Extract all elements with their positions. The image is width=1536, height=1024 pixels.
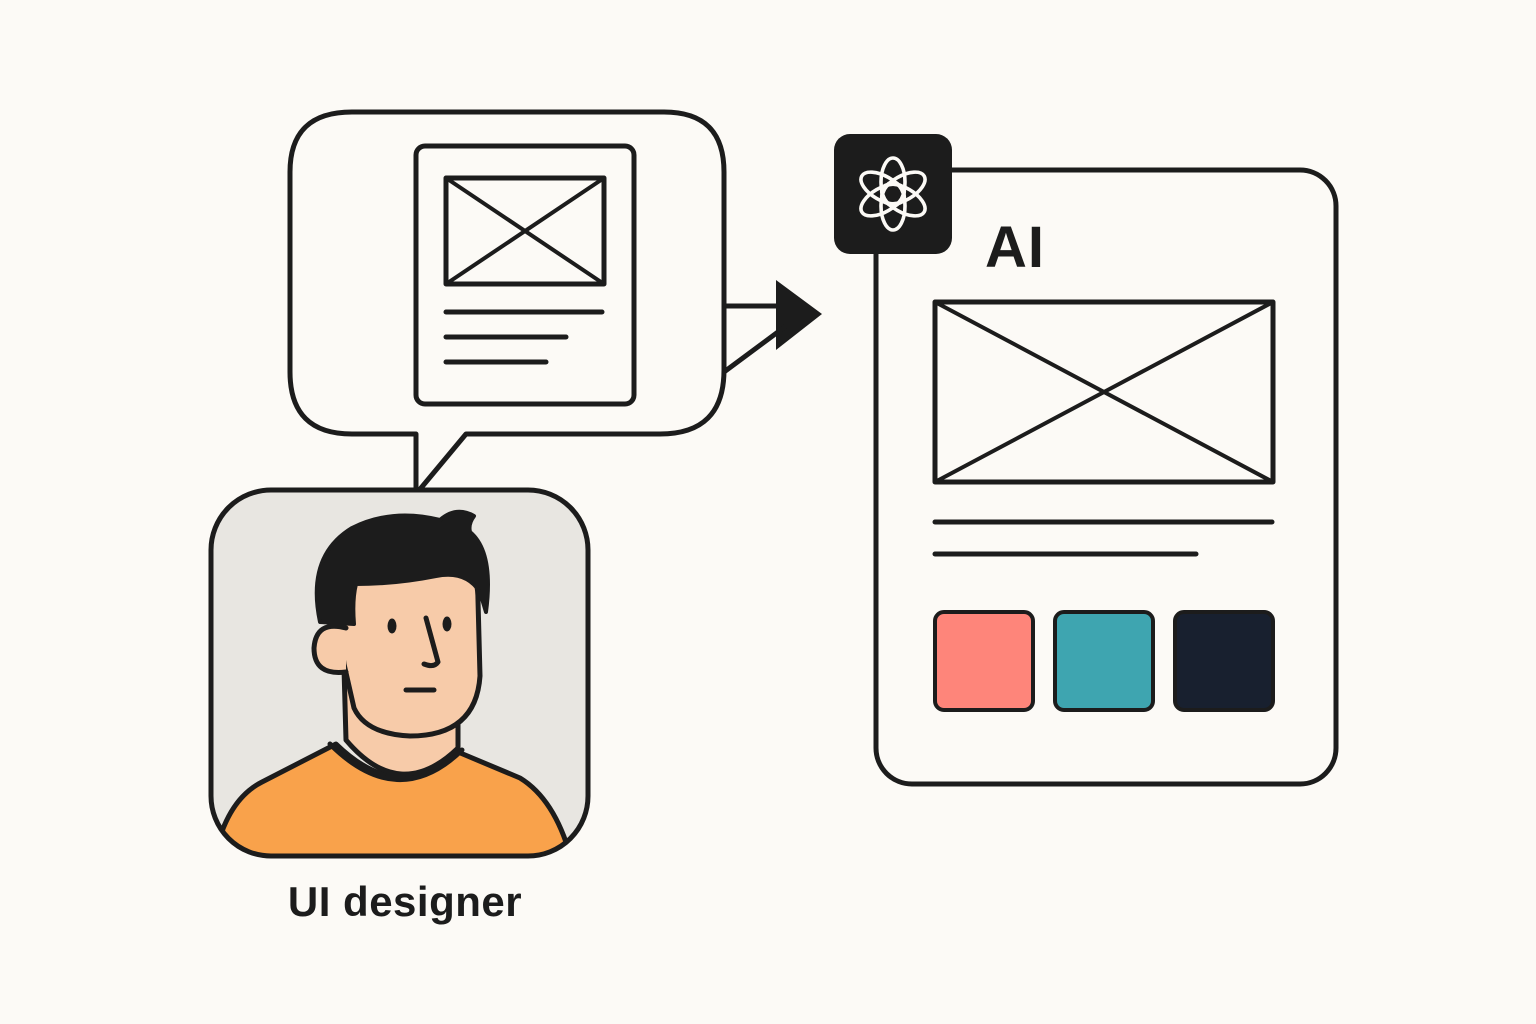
- head: [333, 557, 483, 739]
- designer-label: UI designer: [287, 878, 523, 925]
- left-eye: [387, 618, 397, 634]
- color-swatch-navy: [1173, 610, 1275, 712]
- ear: [311, 623, 349, 675]
- color-swatch-teal: [1053, 610, 1155, 712]
- ai-image-placeholder: [932, 299, 1276, 485]
- ai-panel: [873, 167, 1339, 787]
- bubble-image-placeholder: [443, 175, 607, 287]
- hair: [314, 509, 490, 626]
- bubble-wireframe-page: [413, 143, 637, 407]
- right-eye: [442, 616, 452, 632]
- avatar: [208, 487, 591, 859]
- ai-label: AI: [985, 215, 1045, 280]
- openai-logo-icon: [834, 134, 952, 254]
- nose: [421, 615, 441, 669]
- bubble-wireframe: [413, 143, 637, 407]
- avatar-frame: [208, 487, 591, 859]
- color-swatch-coral: [933, 610, 1035, 712]
- flow-arrow: [721, 280, 822, 375]
